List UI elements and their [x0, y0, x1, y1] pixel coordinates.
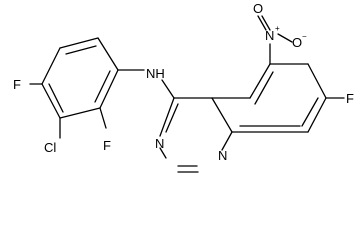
bond — [249, 63, 271, 99]
benzo-ring — [211, 15, 345, 133]
bond — [99, 107, 107, 129]
ring-nitrogen-label-bottom: N — [218, 148, 227, 163]
bond — [59, 107, 101, 119]
negative-charge-sign: − — [302, 32, 307, 41]
bond — [257, 15, 267, 31]
bond — [159, 97, 175, 137]
molecule-drawing: F Cl F NH N + O O − F N N — [13, 1, 354, 173]
nitro-nitrogen-label: N — [265, 28, 274, 43]
bond — [307, 63, 327, 99]
structure-diagram: F Cl F NH N + O O − F N N — [13, 1, 354, 173]
positive-charge-sign: + — [275, 24, 280, 33]
bond — [99, 69, 119, 109]
phenyl-ring — [29, 37, 145, 139]
bond — [97, 37, 119, 71]
bond — [48, 83, 64, 113]
bond — [65, 45, 97, 55]
fluorine-label-bottom-left: F — [103, 138, 111, 153]
bond — [277, 33, 293, 43]
bond — [165, 103, 179, 133]
bond — [301, 97, 319, 127]
bond — [59, 37, 99, 49]
bond — [161, 79, 175, 99]
bond — [254, 71, 274, 105]
nh-label: NH — [146, 66, 165, 81]
bond — [41, 83, 61, 119]
bond — [221, 131, 233, 151]
fluorine-label-top-left: F — [13, 77, 21, 92]
ring-nitrogen-label-left: N — [155, 136, 164, 151]
bond — [307, 97, 327, 133]
bond — [94, 70, 111, 103]
bond — [41, 47, 61, 85]
chlorine-label: Cl — [44, 140, 56, 155]
pyrimidine-ring — [159, 97, 233, 173]
nitro-oxygen-top-label: O — [253, 1, 263, 16]
fluorine-label-right: F — [346, 91, 354, 106]
nitro-oxygen-minus-label: O — [292, 35, 302, 50]
bond — [159, 147, 167, 159]
bond — [261, 15, 271, 31]
bond — [211, 97, 233, 133]
